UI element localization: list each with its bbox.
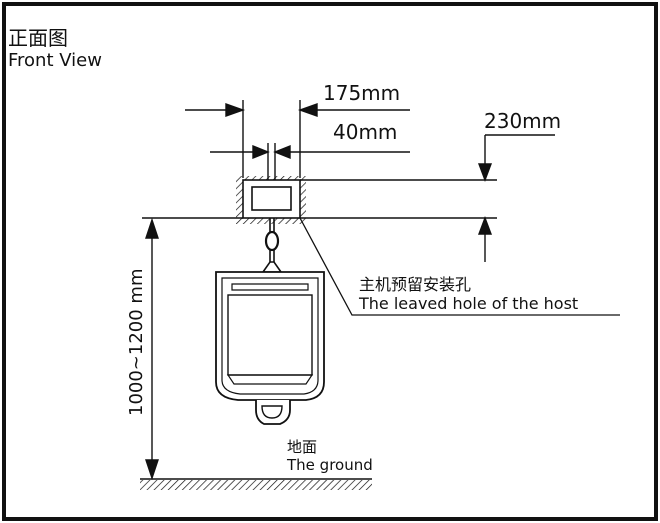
title-chinese: 正面图 xyxy=(8,26,68,50)
dimension-230 xyxy=(300,134,555,262)
dimension-mount-height xyxy=(145,217,159,481)
host-hole-leader xyxy=(299,217,620,316)
dimension-mount-height-label: 1000~1200 mm xyxy=(126,269,147,417)
pipe-connector xyxy=(261,218,283,273)
ground-label-en: The ground xyxy=(286,456,373,474)
ground-line xyxy=(140,478,372,490)
dimension-40-label: 40mm xyxy=(333,120,397,144)
host-hole-label-cn: 主机预留安装孔 xyxy=(359,275,471,294)
host-hole-label-en: The leaved hole of the host xyxy=(358,294,578,313)
dimension-175 xyxy=(185,100,410,178)
host-mounting-box xyxy=(236,176,306,224)
urinal xyxy=(215,271,325,425)
title-english: Front View xyxy=(8,50,102,71)
ground-label-cn: 地面 xyxy=(287,438,317,456)
dimension-40 xyxy=(210,143,410,180)
dimension-175-label: 175mm xyxy=(323,81,400,105)
dimension-230-label: 230mm xyxy=(484,109,561,133)
